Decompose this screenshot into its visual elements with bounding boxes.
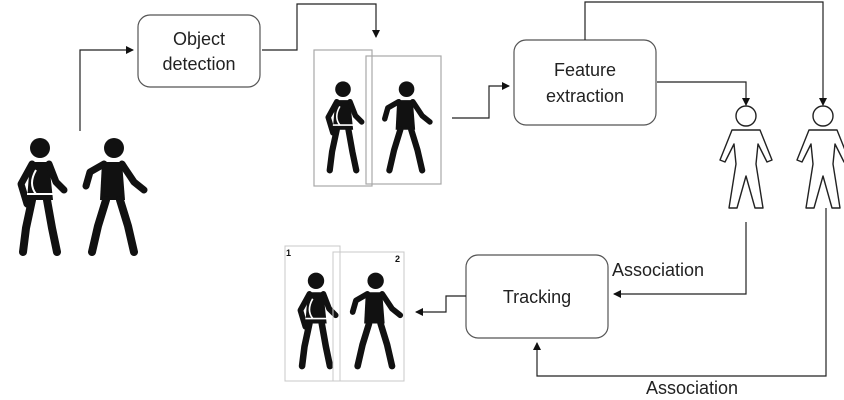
walking-pedestrian-icon (21, 138, 64, 252)
arrow-features-to-person-2 (584, 1, 827, 106)
arrow-tracking-to-output (415, 295, 466, 316)
person-outline-icon (719, 105, 773, 209)
object-detection-label-line1: Object (173, 29, 225, 49)
arrow-boxes-to-features (452, 82, 510, 119)
arrow-association-bottom-to-tracking (533, 208, 827, 377)
object-detection-node: Object detection (137, 14, 261, 88)
person-outline-icon (796, 105, 844, 209)
track-id-label: 1 (286, 248, 291, 258)
bounding-box (332, 251, 405, 382)
feature-extraction-node: Feature extraction (513, 39, 657, 126)
input-pedestrians (21, 138, 144, 252)
track-id-label: 2 (395, 254, 400, 264)
walking-pedestrian-icon (86, 138, 144, 252)
walking-pedestrian-icon (353, 273, 401, 366)
object-detection-label-line2: detection (162, 54, 235, 74)
detections (313, 49, 442, 187)
arrow-features-to-person-1 (657, 81, 750, 106)
feature-extraction-label-line2: extraction (546, 86, 624, 106)
association-label-bottom: Association (646, 378, 738, 398)
bounding-box (365, 55, 442, 185)
tracking-node: Tracking (465, 254, 609, 339)
bounding-box (313, 49, 373, 187)
bounding-box (284, 245, 341, 382)
walking-pedestrian-icon (328, 81, 362, 170)
connectors (79, 1, 827, 377)
arrow-input-to-detection (79, 46, 134, 131)
association-label-top: Association (612, 260, 704, 280)
arrow-detection-to-boxes (262, 3, 380, 51)
walking-pedestrian-icon (385, 81, 430, 170)
tracked-output: 1 2 (284, 245, 405, 382)
tracking-label: Tracking (503, 287, 571, 307)
arrow-association-to-tracking (613, 222, 747, 298)
feature-persons (719, 105, 844, 209)
feature-extraction-label-line1: Feature (554, 60, 616, 80)
walking-pedestrian-icon (300, 273, 335, 366)
